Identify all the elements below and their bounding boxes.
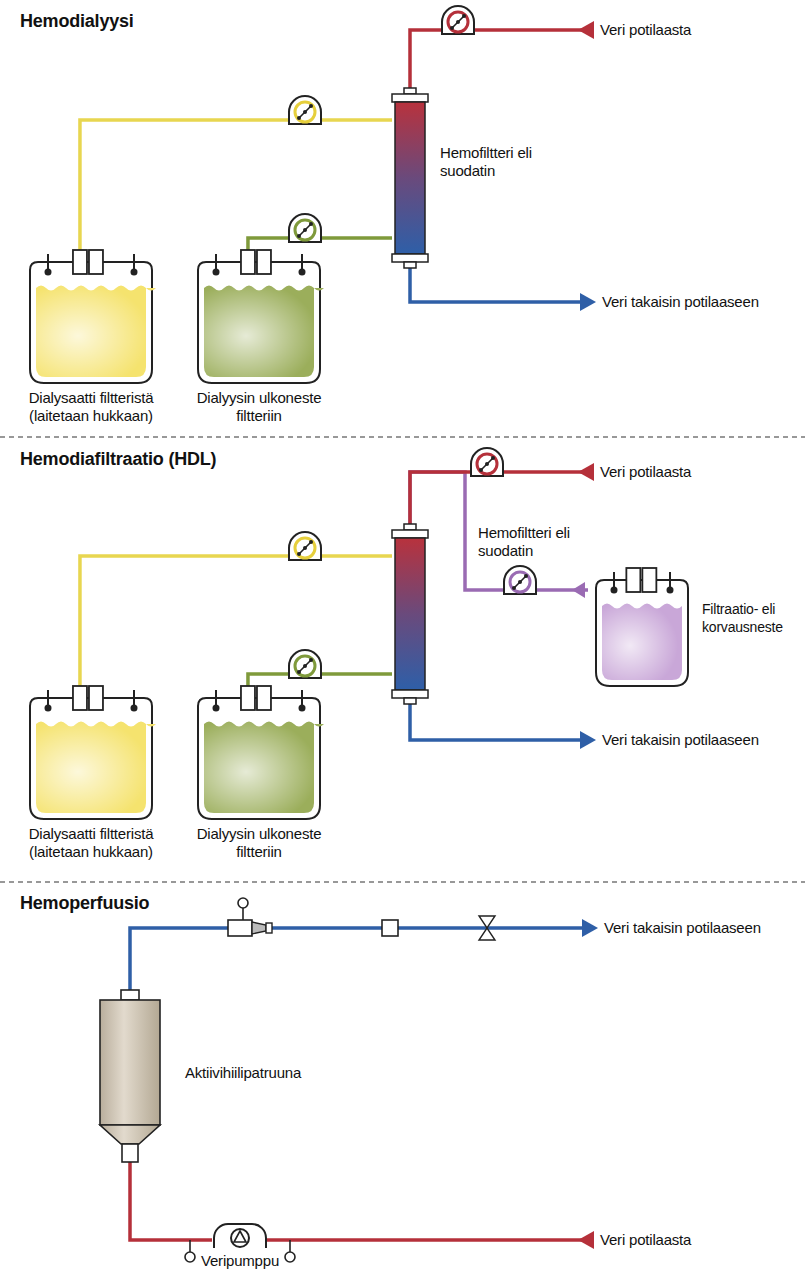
pump-symbol [504, 566, 536, 594]
node-label: Dialyysin ulkoneste filtteriin [184, 825, 334, 861]
line-filter [382, 920, 398, 936]
pump-symbol [289, 96, 321, 124]
tube-connector [130, 1162, 212, 1240]
fluid-bag-shape [190, 686, 328, 821]
blood-line-in [410, 30, 582, 90]
inflow-arrow [578, 463, 594, 481]
fluid-bag-shape [22, 686, 160, 821]
outflow-arrow [582, 919, 598, 937]
flow-label: Veri potilaasta [600, 1231, 691, 1249]
pump-symbol [442, 6, 474, 34]
fluid-bag-shape [22, 250, 160, 385]
flow-label: Veri takaisin potilaaseen [602, 731, 759, 749]
fluid-bag: Filtraatio- eli korvausneste [588, 568, 696, 688]
inflow-arrow [578, 21, 594, 39]
blood-line-in [265, 1238, 582, 1242]
fluid-bag: Dialysaatti filtteristä (laitetaan hukka… [22, 686, 160, 821]
drip-chamber [228, 898, 272, 936]
tube-connector [80, 556, 392, 686]
fluid-bag-shape [588, 568, 696, 688]
fluid-bag: Dialyysin ulkoneste filtteriin [190, 686, 328, 821]
blood-line-out [130, 928, 582, 992]
blood-line-out [410, 266, 580, 302]
pump-symbol [471, 448, 503, 476]
charcoal-cartridge-shape [95, 990, 165, 1162]
node-label: Veripumppu [190, 1252, 290, 1270]
outflow-arrow [580, 731, 596, 749]
hemofilter-shape [392, 524, 428, 704]
section-title: Hemodialyysi [20, 10, 134, 32]
tube-connector [410, 472, 588, 590]
charcoal-cartridge: Aktiivihiilipatruuna [95, 990, 165, 1162]
blood-line-in [410, 472, 582, 526]
section-title: Hemoperfuusio [20, 892, 149, 914]
tube-connector [80, 120, 392, 250]
node-label: Hemofiltteri eli suodatin [440, 144, 552, 180]
blood-line-out [410, 702, 580, 740]
flow-label: Veri potilaasta [600, 463, 691, 481]
section-divider [0, 436, 805, 437]
flow-label: Veri potilaasta [600, 21, 691, 39]
node-label: Dialysaatti filtteristä (laitetaan hukka… [6, 389, 176, 425]
substitution-arrow [572, 582, 585, 598]
hemofilter: Hemofiltteri eli suodatin [392, 524, 428, 704]
blood-pump-shape [212, 1222, 268, 1248]
flow-label: Veri takaisin potilaaseen [602, 293, 759, 311]
node-label: Dialyysin ulkoneste filtteriin [184, 389, 334, 425]
fluid-bag: Dialyysin ulkoneste filtteriin [190, 250, 328, 385]
outflow-arrow [580, 293, 596, 311]
node-label: Hemofiltteri eli suodatin [478, 524, 586, 560]
node-label: Aktiivihiilipatruuna [185, 1064, 365, 1082]
node-label: Dialysaatti filtteristä (laitetaan hukka… [6, 825, 176, 861]
node-label: Filtraatio- eli korvausneste [702, 600, 798, 636]
pump-symbol [289, 214, 321, 242]
inflow-arrow [578, 1231, 594, 1249]
pump-symbol [289, 532, 321, 560]
clamp-valve [479, 916, 495, 940]
flow-label: Veri takaisin potilaaseen [604, 919, 761, 937]
pump-symbol [289, 650, 321, 678]
section-title: Hemodiafiltraatio (HDL) [20, 448, 216, 470]
hemofilter: Hemofiltteri eli suodatin [392, 88, 428, 268]
blood-pump: Veripumppu [212, 1222, 268, 1248]
section-divider [0, 881, 805, 882]
fluid-bag: Dialysaatti filtteristä (laitetaan hukka… [22, 250, 160, 385]
fluid-bag-shape [190, 250, 328, 385]
hemofilter-shape [392, 88, 428, 268]
